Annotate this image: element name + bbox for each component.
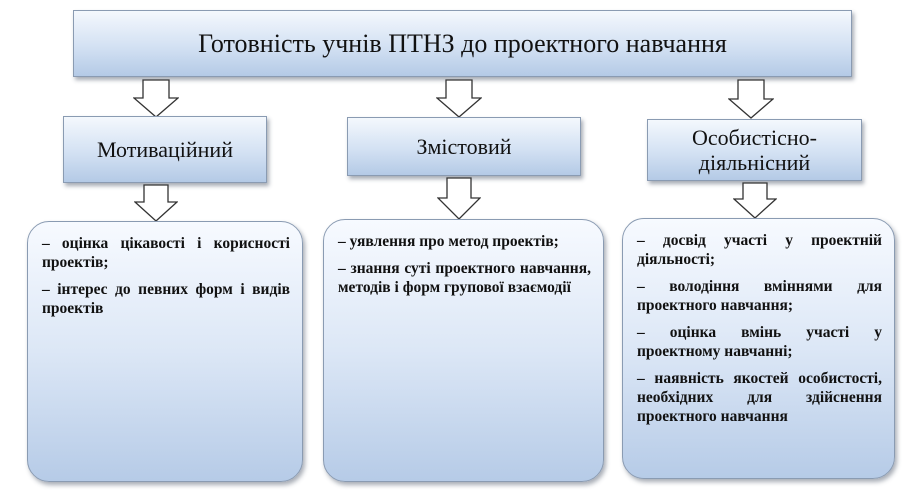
list-item: – оцінка вмінь участі у проектному навча…: [637, 324, 882, 360]
criteria-list: – уявлення про метод проектів; – знання …: [338, 232, 591, 297]
category-box-personal-activity: Особистісно- діяльнісний: [647, 119, 862, 181]
list-item: – досвід участі у проектній діяльності;: [637, 232, 882, 268]
category-box-content: Змістовий: [347, 117, 581, 176]
category-label: Мотиваційний: [97, 137, 233, 162]
down-arrow-icon: [134, 184, 178, 222]
main-title: Готовність учнів ПТНЗ до проектного навч…: [198, 28, 727, 58]
down-arrow-icon: [437, 177, 481, 220]
details-panel-motivational: – оцінка цікавості і корисності проектів…: [27, 221, 303, 482]
down-arrow-icon: [733, 182, 777, 219]
list-item: – уявлення про метод проектів;: [338, 233, 559, 250]
down-arrow-icon: [728, 79, 774, 119]
list-item: – знання суті проектного навчання, метод…: [338, 260, 591, 296]
list-item: – оцінка цікавості і корисності проектів…: [42, 235, 290, 271]
down-arrow-icon: [133, 79, 179, 118]
list-item: – наявність якостей особистості, необхід…: [637, 370, 882, 425]
category-label: Змістовий: [416, 134, 512, 159]
criteria-list: – досвід участі у проектній діяльності; …: [637, 231, 882, 426]
details-panel-content: – уявлення про метод проектів; – знання …: [323, 219, 604, 482]
main-title-box: Готовність учнів ПТНЗ до проектного навч…: [73, 10, 852, 77]
list-item: – інтерес до певних форм і видів проекті…: [42, 281, 290, 317]
category-box-motivational: Мотиваційний: [63, 116, 267, 183]
details-panel-personal-activity: – досвід участі у проектній діяльності; …: [622, 218, 895, 479]
list-item: – володіння вміннями для проектного навч…: [637, 278, 882, 314]
criteria-list: – оцінка цікавості і корисності проектів…: [42, 234, 290, 318]
category-label: Особистісно- діяльнісний: [692, 125, 817, 175]
down-arrow-icon: [436, 79, 482, 118]
